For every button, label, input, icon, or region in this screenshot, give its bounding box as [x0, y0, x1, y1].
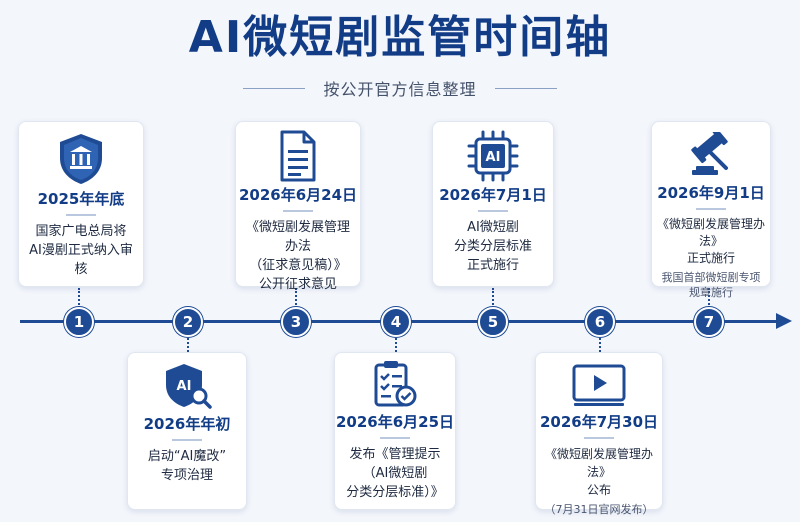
event-card-7: 2026年9月1日 《微短剧发展管理办法》 正式施行 我国首部微短剧专项 规章施… — [651, 121, 771, 299]
event-card-3: 2026年6月24日 《微短剧发展管理办法 （征求意见稿）》 公开征求意见 — [235, 121, 361, 292]
desc-line: 《微短剧发展管理办法》 — [544, 447, 653, 479]
event-description: 《微短剧发展管理办法》 正式施行 — [652, 216, 770, 267]
document-icon — [280, 130, 316, 182]
connector-2 — [187, 335, 189, 352]
event-date: 2026年6月25日 — [335, 413, 455, 431]
subtitle: 按公开官方信息整理 — [323, 80, 477, 99]
note-line: 我国首部微短剧专项 — [661, 271, 761, 284]
desc-line: 《微短剧发展管理办法》 — [656, 217, 765, 248]
connector-4 — [395, 335, 397, 352]
connector-7 — [708, 288, 710, 308]
desc-line: AI微短剧 — [467, 220, 519, 235]
event-description: 《微短剧发展管理办法》 公布 — [536, 445, 662, 499]
event-date: 2026年7月1日 — [439, 186, 547, 204]
timeline-node-6: 6 — [585, 307, 615, 337]
desc-line: 专项治理 — [160, 468, 213, 483]
timeline-node-4: 4 — [381, 307, 411, 337]
event-description: 国家广电总局将 AI漫剧正式纳入审核 — [19, 222, 143, 279]
desc-line: AI漫剧正式纳入审核 — [29, 243, 133, 277]
event-card-1: 2025年年底 国家广电总局将 AI漫剧正式纳入审核 — [18, 121, 144, 287]
event-date: 2026年6月24日 — [238, 186, 358, 204]
chip-label: AI — [486, 150, 501, 165]
timeline-node-5: 5 — [478, 307, 508, 337]
subtitle-divider-left — [243, 87, 306, 89]
video-play-icon — [572, 364, 626, 406]
connector-3 — [295, 288, 297, 308]
ai-shield-search-icon: AI — [166, 364, 212, 409]
event-description: 启动“AI魔改” 专项治理 — [128, 447, 246, 485]
note-line: （7月31日官网发布） — [544, 503, 654, 516]
desc-line: 《微短剧发展管理办法 — [245, 220, 350, 254]
event-description: 发布《管理提示 （AI微短剧 分类分层标准）》 — [335, 445, 455, 502]
desc-line: 公开征求意见 — [258, 277, 337, 292]
checklist-icon — [374, 361, 417, 407]
page-title: AI微短剧监管时间轴 — [188, 12, 612, 63]
event-note: （7月31日官网发布） — [536, 502, 662, 517]
connector-5 — [492, 288, 494, 308]
desc-line: 启动“AI魔改” — [147, 449, 227, 464]
event-description: 《微短剧发展管理办法 （征求意见稿）》 公开征求意见 — [236, 218, 360, 294]
card-divider — [380, 437, 410, 439]
desc-line: （AI微短剧 — [362, 466, 428, 481]
event-date: 2026年7月30日 — [539, 413, 659, 431]
note-line: 规章施行 — [689, 286, 733, 299]
event-description: AI微短剧 分类分层标准 正式施行 — [433, 218, 553, 275]
desc-line: 正式施行 — [686, 251, 735, 265]
card-divider — [66, 214, 96, 216]
event-card-6: 2026年7月30日 《微短剧发展管理办法》 公布 （7月31日官网发布） — [535, 352, 663, 516]
gavel-icon — [691, 132, 728, 175]
event-card-5: AI 2026年7月1日 AI微短剧 分类分层标准 正式施行 — [432, 121, 554, 287]
desc-line: 分类分层标准）》 — [346, 485, 444, 500]
subtitle-row: 按公开官方信息整理 — [0, 76, 800, 100]
desc-line: 正式施行 — [466, 258, 519, 273]
timeline-node-7: 7 — [694, 307, 724, 337]
card-divider — [283, 210, 313, 212]
government-shield-icon — [60, 134, 102, 184]
connector-6 — [599, 335, 601, 352]
event-card-4: 2026年6月25日 发布《管理提示 （AI微短剧 分类分层标准）》 — [334, 352, 456, 510]
desc-line: 国家广电总局将 — [35, 224, 127, 239]
card-divider — [172, 439, 202, 441]
desc-line: （征求意见稿）》 — [249, 258, 347, 273]
event-date: 2026年年初 — [143, 415, 231, 433]
ai-chip-icon: AI — [467, 130, 519, 182]
card-divider — [478, 210, 508, 212]
timeline-node-2: 2 — [173, 307, 203, 337]
timeline-arrow-head — [776, 313, 792, 329]
desc-line: 分类分层标准 — [453, 239, 532, 254]
event-date: 2026年9月1日 — [657, 184, 765, 202]
desc-line: 公布 — [586, 483, 611, 497]
card-divider — [584, 437, 614, 439]
timeline-node-3: 3 — [281, 307, 311, 337]
event-date: 2025年年底 — [37, 190, 125, 208]
timeline-node-1: 1 — [64, 307, 94, 337]
event-note: 我国首部微短剧专项 规章施行 — [652, 270, 770, 300]
connector-1 — [78, 288, 80, 308]
card-divider — [696, 208, 726, 210]
svg-text:AI: AI — [177, 379, 192, 394]
subtitle-divider-right — [494, 87, 557, 89]
desc-line: 发布《管理提示 — [349, 447, 441, 462]
event-card-2: AI 2026年年初 启动“AI魔改” 专项治理 — [127, 352, 247, 510]
